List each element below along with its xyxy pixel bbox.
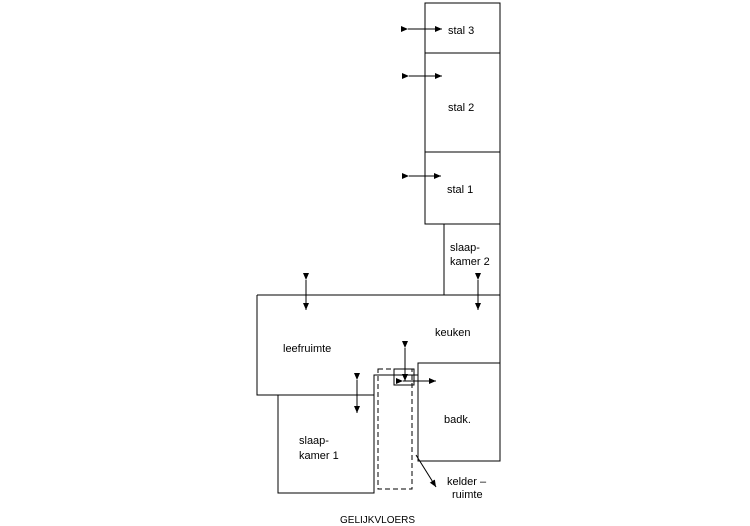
room-slaapkamer-1 bbox=[277, 375, 375, 494]
label-slaapkamer-1-line2: kamer 1 bbox=[299, 450, 339, 462]
label-slaapkamer-2-line2: kamer 2 bbox=[450, 256, 490, 268]
room-stal-1 bbox=[424, 151, 501, 225]
label-keuken: keuken bbox=[435, 327, 470, 339]
kelder-stair bbox=[377, 368, 413, 490]
kelder-leader-arrow bbox=[415, 454, 437, 488]
label-stal-2: stal 2 bbox=[448, 102, 474, 114]
label-kelder-line1: kelder – bbox=[447, 476, 487, 488]
label-badkamer: badk. bbox=[444, 414, 471, 426]
label-slaapkamer-1-line1: slaap- bbox=[299, 435, 329, 447]
room-badkamer bbox=[417, 362, 501, 462]
label-leefruimte: leefruimte bbox=[283, 343, 331, 355]
label-slaapkamer-2-line1: slaap- bbox=[450, 242, 480, 254]
label-stal-3: stal 3 bbox=[448, 25, 474, 37]
label-kelder-line2: ruimte bbox=[452, 489, 483, 501]
plan-title: GELIJKVLOERS bbox=[340, 515, 415, 526]
label-stal-1: stal 1 bbox=[447, 184, 473, 196]
stair-landing-box bbox=[393, 368, 415, 386]
